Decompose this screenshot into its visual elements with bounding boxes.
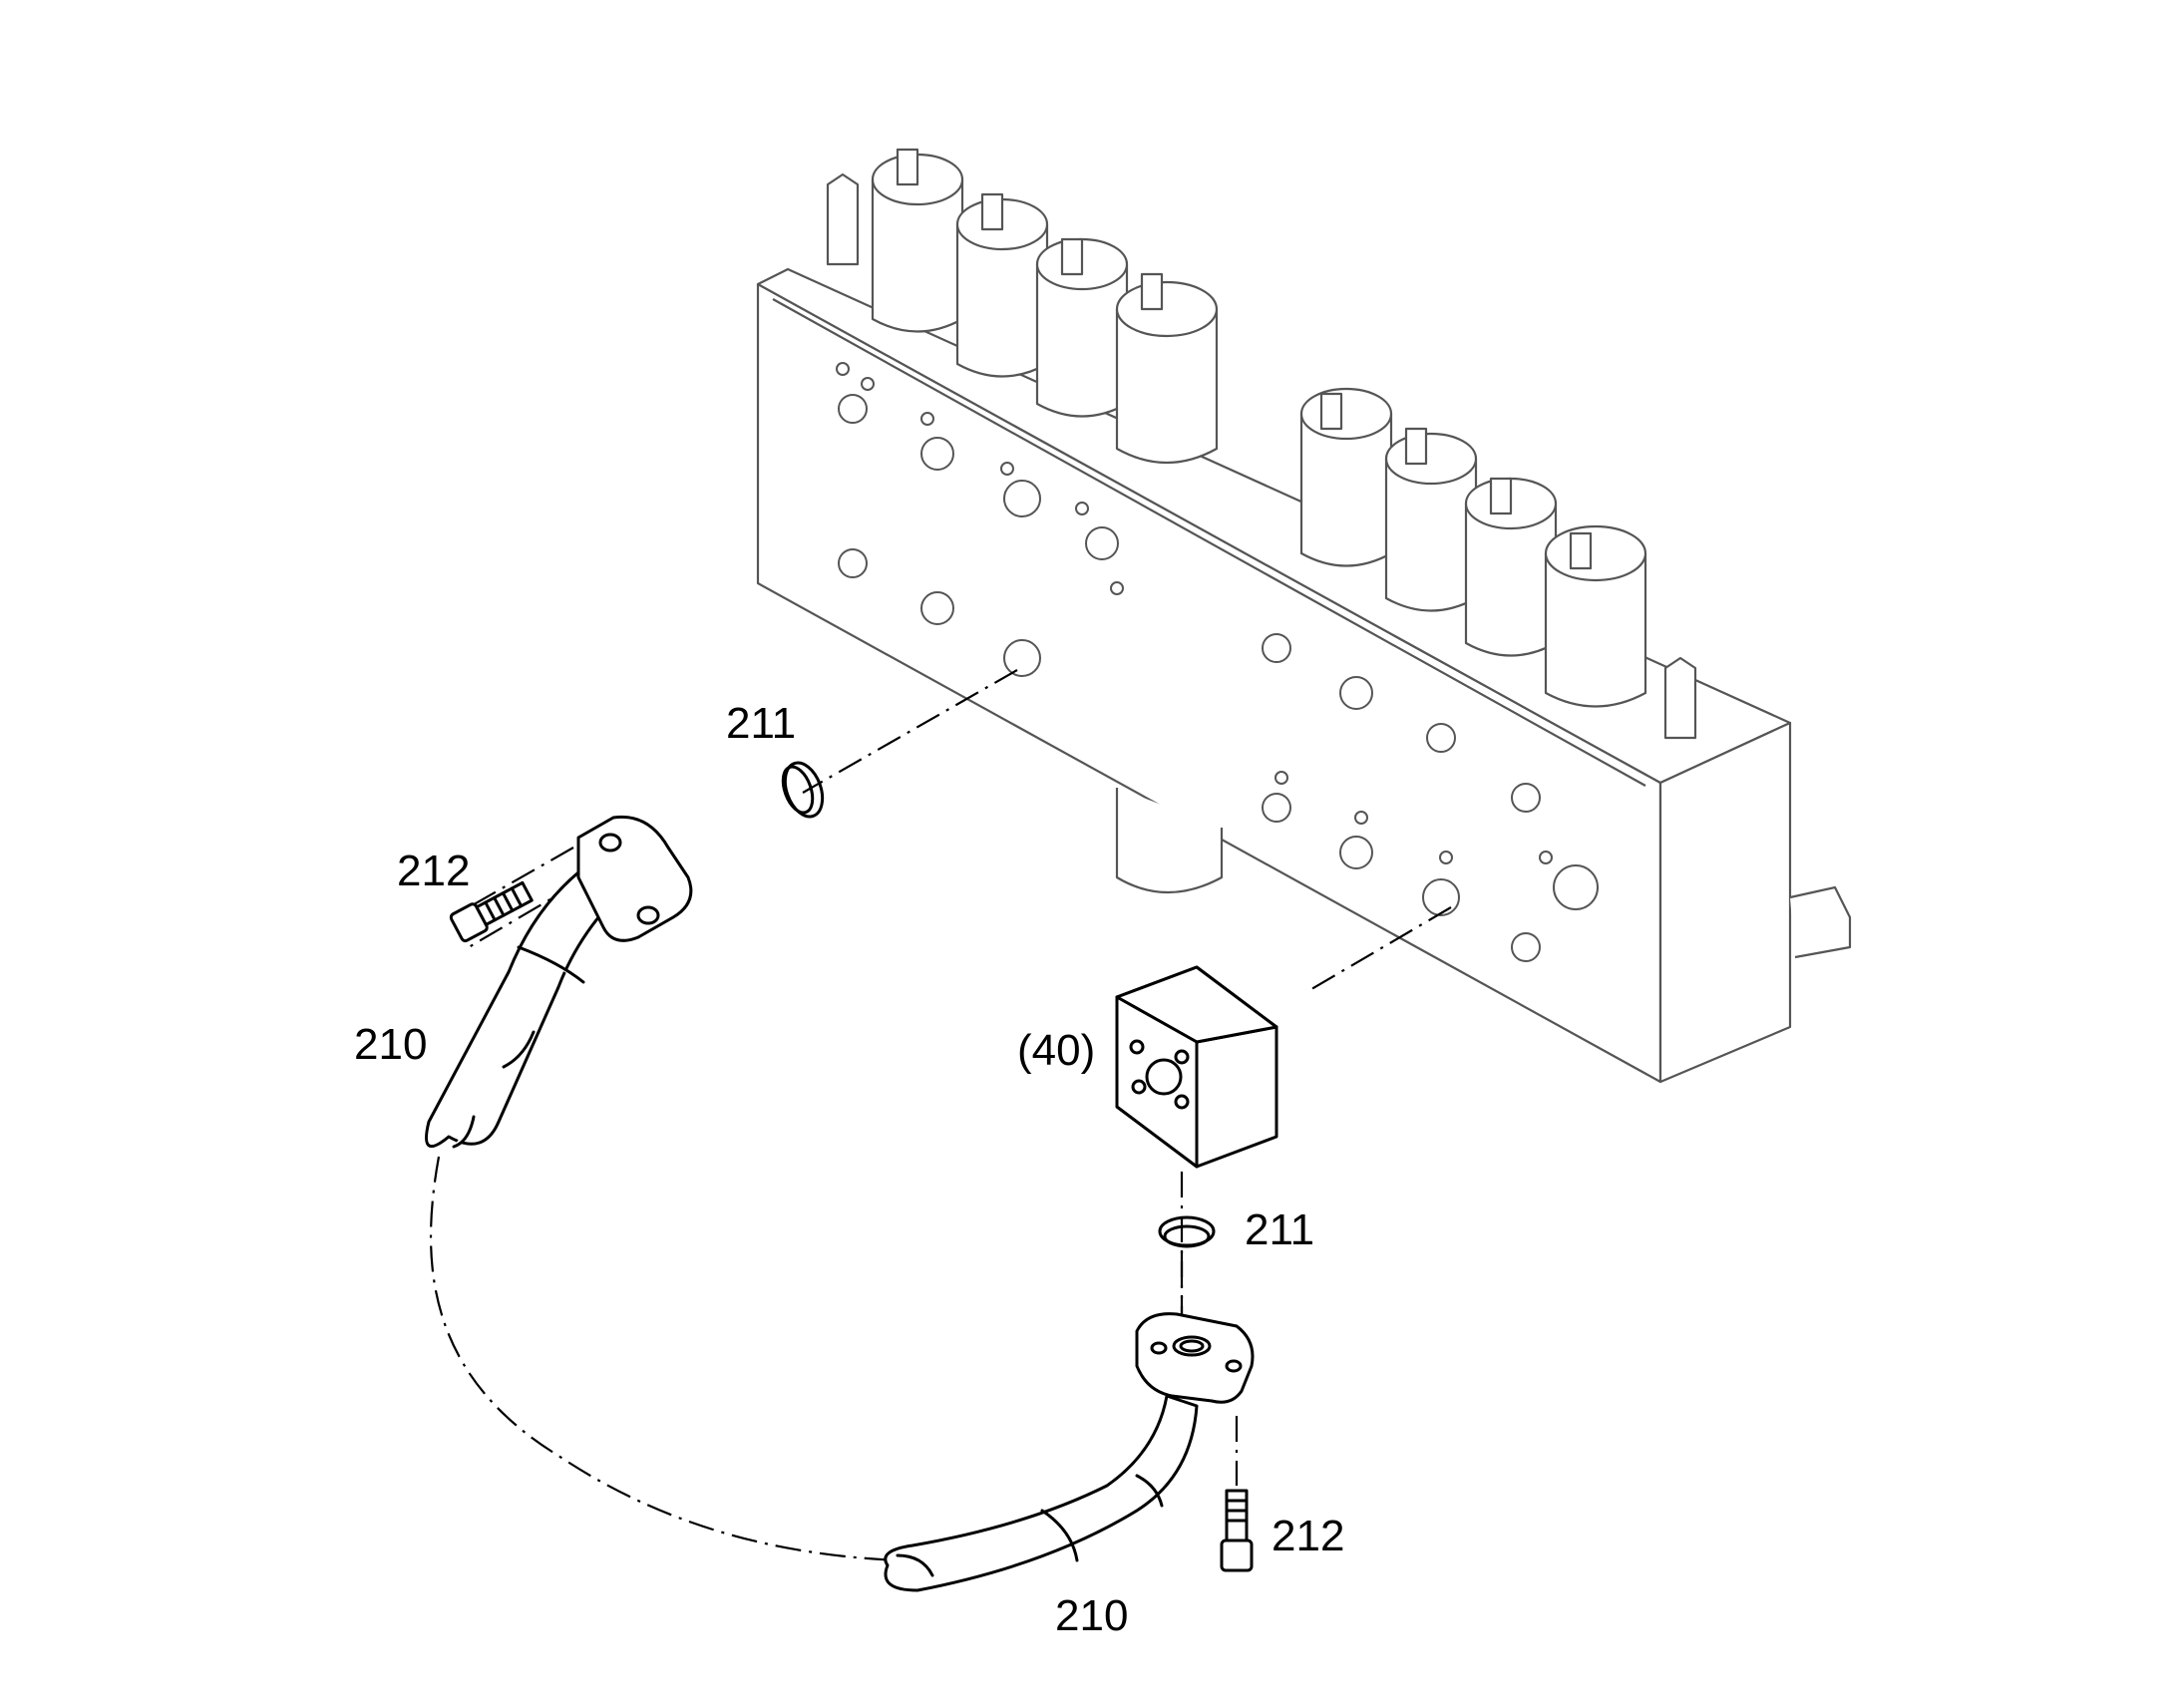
pipe-upper [425,815,693,1149]
screw-upper [449,880,534,943]
label-block: (40) [1017,1026,1095,1075]
adapter-block [1115,965,1278,1169]
block-port-holes [836,362,1599,962]
valve-block-assembly [756,148,1852,1084]
pipe-lower-flange [1135,1312,1255,1404]
pipe-lower-tube [884,1394,1199,1592]
part-labels: 211 212 210 (40) 211 212 210 [354,699,1344,1640]
block-bottom-cylinder [1115,788,1224,893]
label-pipe-lower: 210 [1055,1591,1128,1640]
block-side-stub [1789,885,1852,959]
o-ring-lower [1158,1215,1216,1248]
label-ring-lower: 211 [1245,1205,1314,1254]
label-pipe-upper: 210 [354,1020,427,1069]
pipe-lower [884,1312,1255,1592]
solenoid-cylinders [826,148,1697,740]
o-ring-upper [781,761,825,819]
screw-lower [1220,1489,1254,1572]
label-screw-lower: 212 [1272,1512,1344,1560]
label-screw-upper: 212 [397,847,470,895]
block-right-face [1658,721,1792,1084]
label-ring-upper: 211 [726,699,796,748]
